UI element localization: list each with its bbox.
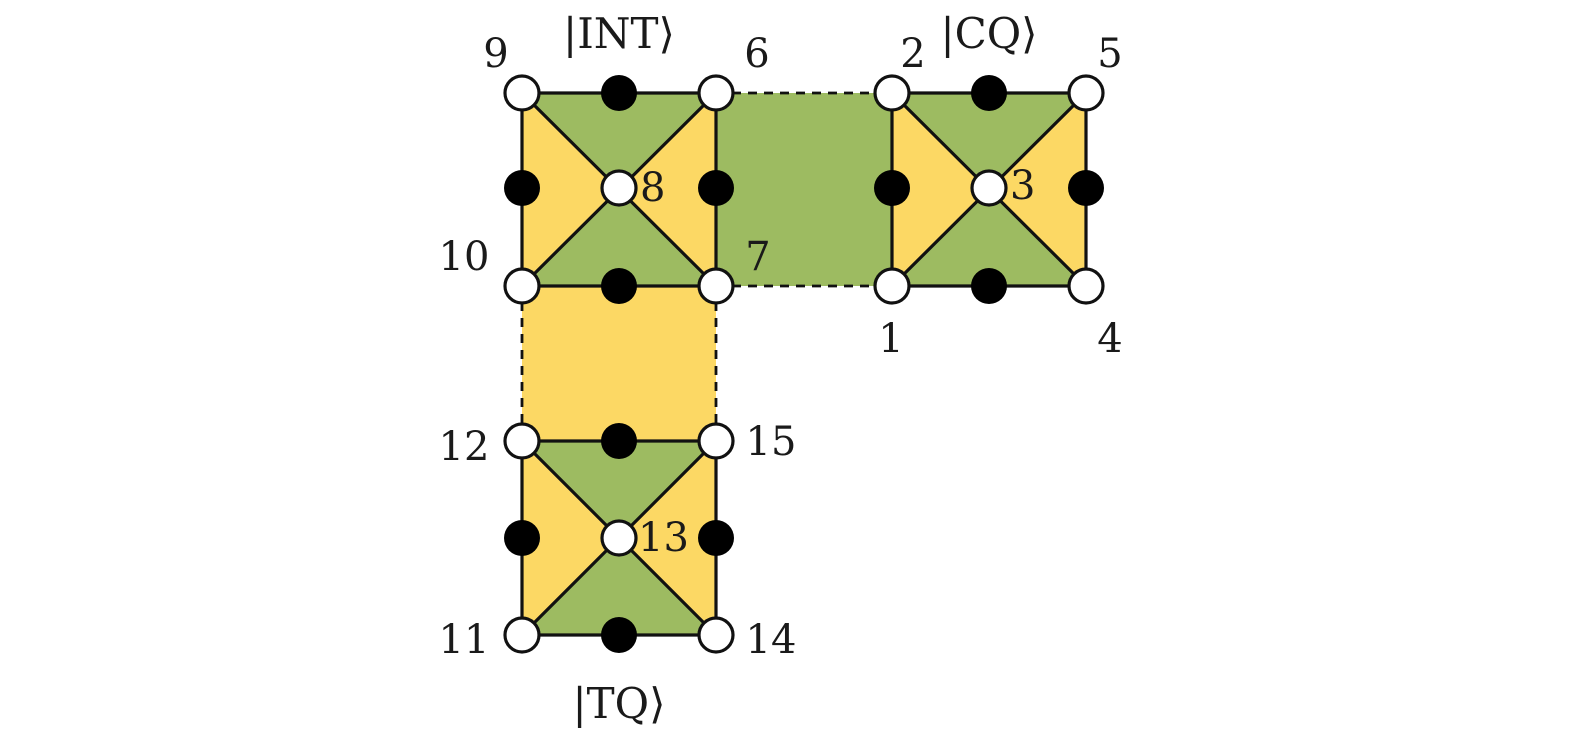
qubit-label-7: 7 <box>745 234 770 280</box>
ancilla-node <box>601 75 637 111</box>
tq-plaquette-top <box>522 441 716 538</box>
dashed-edges <box>520 91 892 441</box>
tq-plaquette-bottom <box>522 538 716 635</box>
ancilla-node <box>601 423 637 459</box>
int-plaquette-left <box>522 93 619 286</box>
qubit-node-2 <box>873 74 911 112</box>
cq-plaquette-right <box>989 93 1086 286</box>
qubit-node-9 <box>503 74 541 112</box>
ancilla-node <box>698 520 734 556</box>
qubit-nodes <box>503 74 1105 654</box>
qubit-node-8 <box>600 169 638 207</box>
ancilla-node <box>601 268 637 304</box>
ancilla-node <box>1068 170 1104 206</box>
int-plaquette-right <box>619 93 716 286</box>
ancilla-nodes <box>504 75 1104 653</box>
ket-tq-label: |TQ⟩ <box>573 679 666 728</box>
qubit-node-4 <box>1067 267 1105 305</box>
qubit-label-2: 2 <box>900 31 925 77</box>
qubit-node-6 <box>697 74 735 112</box>
merge-region-yellow <box>522 286 716 441</box>
qubit-label-14: 14 <box>746 617 797 663</box>
plaquettes <box>522 93 1086 635</box>
qubit-label-8: 8 <box>640 165 665 211</box>
qubit-node-13 <box>600 519 638 557</box>
qubit-node-10 <box>503 267 541 305</box>
qubit-node-14 <box>697 616 735 654</box>
qubit-label-10: 10 <box>439 234 490 280</box>
qubit-labels: 9 6 8 10 7 2 5 3 1 4 12 15 13 11 14 <box>439 31 1123 663</box>
ancilla-node <box>504 170 540 206</box>
qubit-label-9: 9 <box>483 31 508 77</box>
cq-plaquette-left <box>892 93 989 286</box>
qubit-label-1: 1 <box>878 316 903 362</box>
cq-plaquette-bottom <box>892 188 1086 286</box>
qubit-label-5: 5 <box>1097 31 1122 77</box>
int-plaquette-bottom <box>522 188 716 286</box>
ancilla-node <box>971 75 1007 111</box>
cq-plaquette-top <box>892 93 1086 188</box>
ancilla-node <box>504 520 540 556</box>
ket-int-label: |INT⟩ <box>563 9 675 58</box>
ancilla-node <box>874 170 910 206</box>
qubit-node-15 <box>697 422 735 460</box>
qubit-label-12: 12 <box>439 424 490 470</box>
ancilla-node <box>971 268 1007 304</box>
qubit-node-3 <box>970 169 1008 207</box>
qubit-node-5 <box>1067 74 1105 112</box>
int-plaquette-top <box>522 93 716 188</box>
qubit-label-3: 3 <box>1010 163 1035 209</box>
ket-cq-label: |CQ⟩ <box>940 9 1037 58</box>
qubit-label-4: 4 <box>1097 316 1122 362</box>
qubit-node-7 <box>697 267 735 305</box>
tq-plaquette-left <box>522 441 619 635</box>
qubit-label-11: 11 <box>439 617 490 663</box>
tq-plaquette-right <box>619 441 716 635</box>
qubit-node-1 <box>873 267 911 305</box>
qubit-label-6: 6 <box>744 31 769 77</box>
qubit-node-11 <box>503 616 541 654</box>
qubit-label-15: 15 <box>746 419 797 465</box>
merge-region-green <box>716 93 892 286</box>
ancilla-node <box>601 617 637 653</box>
qubit-node-12 <box>503 422 541 460</box>
ancilla-node <box>698 170 734 206</box>
qubit-label-13: 13 <box>638 515 689 561</box>
